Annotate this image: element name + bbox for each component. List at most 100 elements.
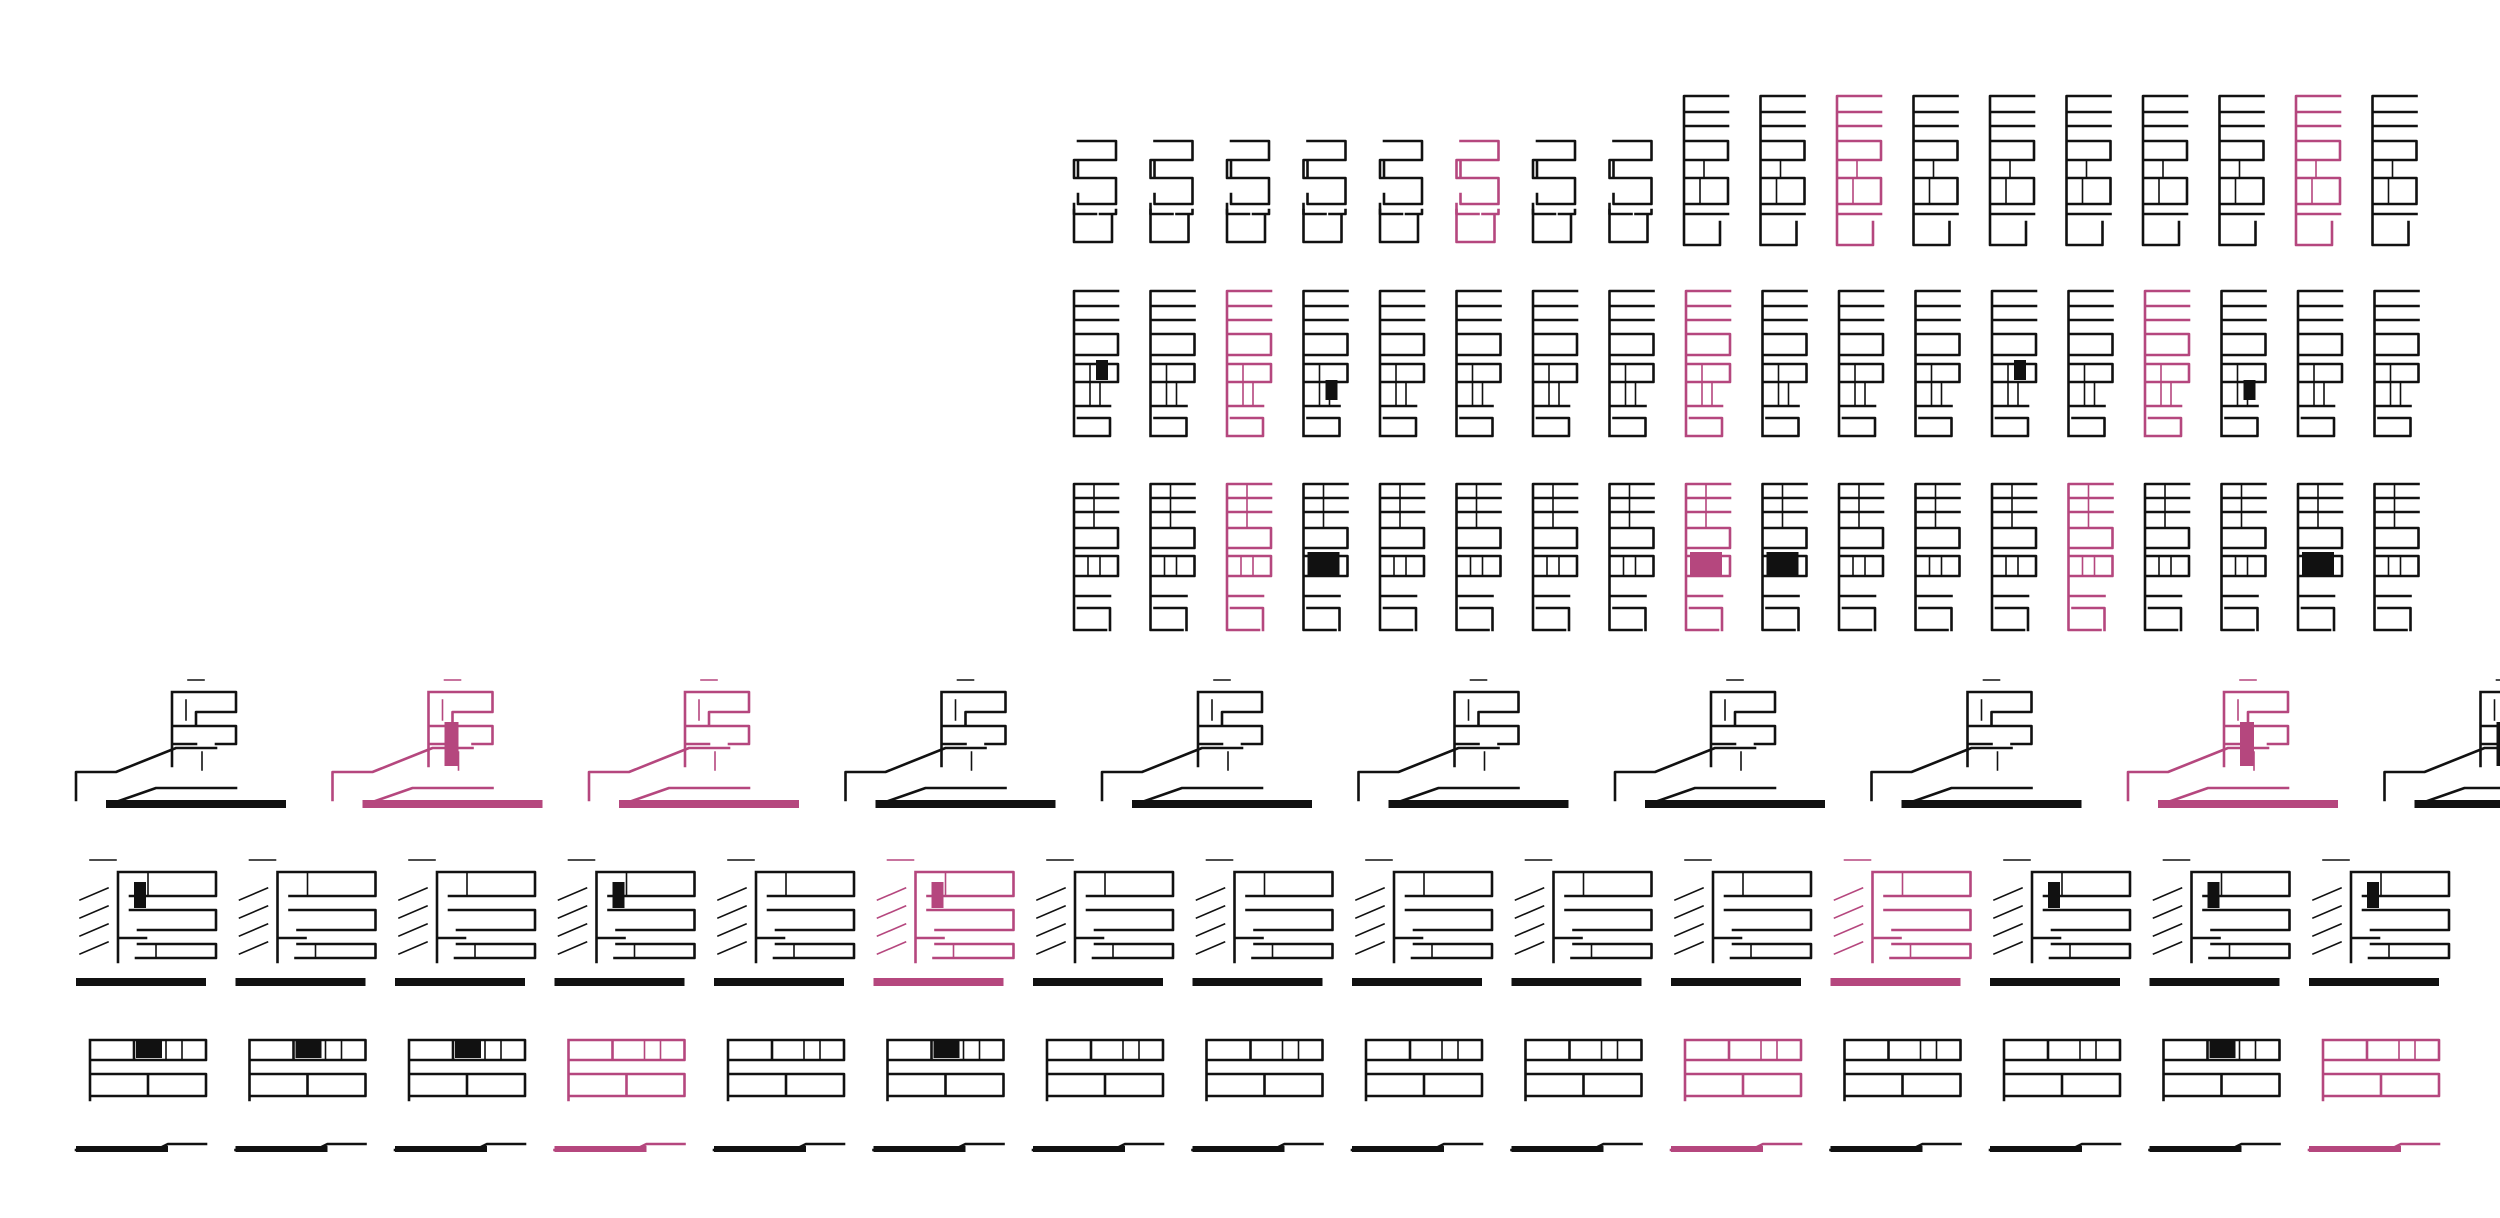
wing-plans-plan: [395, 859, 537, 986]
wing-plans-plan: [235, 859, 377, 986]
tower-tall-plans-b-plan: [1684, 482, 1732, 632]
row-tower-tall-plans-a: [1072, 289, 2420, 438]
tower-s-plans-plan: [1608, 139, 1653, 244]
row-tower-s-plans: [1072, 139, 1653, 244]
wing-plans-plan: [554, 859, 696, 986]
tower-tall-plans-a-plan: [2220, 289, 2267, 438]
tower-tall-plans-b-plan: [1761, 482, 1808, 632]
wing-plans-plan: [76, 859, 218, 986]
slab-plans-plan: [1829, 1038, 1962, 1152]
tower-tall-plans-a-plan: [2067, 289, 2114, 438]
row-tower-e-plans: [1682, 94, 2418, 247]
tower-s-plans-plan: [1149, 139, 1194, 244]
row-wing-plans: [76, 859, 2451, 986]
tower-tall-plans-b-plan: [1302, 482, 1349, 632]
tower-tall-plans-a-plan: [1072, 289, 1120, 438]
ramp-plans-plan: [844, 679, 1056, 808]
ramp-plans-plan: [587, 679, 799, 808]
tower-s-plans-plan: [1531, 139, 1577, 244]
tower-tall-plans-a-plan: [1990, 289, 2038, 438]
tower-tall-plans-a-plan: [1761, 289, 1808, 438]
tower-s-plans-plan: [1302, 139, 1347, 244]
tower-tall-plans-b-plan: [1531, 482, 1579, 632]
slab-plans-plan: [393, 1038, 527, 1152]
tower-tall-plans-b-plan: [1914, 482, 1961, 632]
tower-s-plans-plan: [1225, 139, 1271, 244]
tower-tall-plans-b-plan: [1149, 482, 1196, 632]
tower-tall-plans-a-plan: [1225, 289, 1273, 438]
slab-plans-plan: [1191, 1038, 1324, 1152]
ramp-plans-plan: [2383, 679, 2500, 808]
tower-tall-plans-a-plan: [1149, 289, 1196, 438]
tower-tall-plans-a-plan: [1914, 289, 1961, 438]
tower-tall-plans-b-plan: [2220, 482, 2267, 632]
slab-plans-plan: [1350, 1038, 1484, 1152]
tower-s-plans-plan: [1455, 139, 1500, 244]
tower-tall-plans-b-plan: [2143, 482, 2191, 632]
slab-plans-plan: [1031, 1038, 1165, 1152]
tower-e-plans-plan: [1988, 94, 2036, 247]
tower-tall-plans-b-plan: [1990, 482, 2038, 632]
ramp-plans-plan: [1613, 679, 1825, 808]
tower-tall-plans-a-plan: [1684, 289, 1732, 438]
wing-plans-plan: [1990, 859, 2132, 986]
slab-plans-plan: [1669, 1038, 1803, 1152]
tower-tall-plans-a-plan: [2296, 289, 2344, 438]
tower-tall-plans-a-plan: [1531, 289, 1579, 438]
wing-plans-plan: [1033, 859, 1175, 986]
slab-plans-plan: [74, 1038, 208, 1152]
row-ramp-plans: [74, 679, 2500, 808]
ramp-plans-plan: [1100, 679, 1312, 808]
tower-tall-plans-a-plan: [2373, 289, 2420, 438]
tower-tall-plans-b-plan: [2373, 482, 2420, 632]
tower-tall-plans-a-plan: [2143, 289, 2191, 438]
wing-plans-plan: [1511, 859, 1653, 986]
wing-plans-plan: [2309, 859, 2451, 986]
tower-e-plans-plan: [2141, 94, 2189, 247]
tower-tall-plans-b-plan: [1072, 482, 1120, 632]
tower-e-plans-plan: [2294, 94, 2342, 247]
tower-tall-plans-a-plan: [1455, 289, 1502, 438]
tower-s-plans-plan: [1378, 139, 1424, 244]
tower-tall-plans-b-plan: [1378, 482, 1426, 632]
ramp-plans-plan: [74, 679, 286, 808]
wing-plans-plan: [714, 859, 856, 986]
tower-tall-plans-a-plan: [1378, 289, 1426, 438]
slab-plans-plan: [712, 1038, 846, 1152]
slab-plans-plan: [234, 1038, 367, 1152]
tower-e-plans-plan: [2218, 94, 2265, 247]
tower-e-plans-plan: [1835, 94, 1883, 247]
row-slab-plans: [74, 1038, 2441, 1152]
tower-tall-plans-b-plan: [1837, 482, 1885, 632]
slab-plans-plan: [1988, 1038, 2122, 1152]
tower-tall-plans-a-plan: [1608, 289, 1655, 438]
slab-plans-plan: [872, 1038, 1005, 1152]
slab-plans-plan: [2307, 1038, 2441, 1152]
slab-plans-plan: [553, 1038, 686, 1152]
tower-e-plans-plan: [1682, 94, 1730, 247]
ramp-plans-plan: [1870, 679, 2082, 808]
tower-tall-plans-b-plan: [2296, 482, 2344, 632]
tower-e-plans-plan: [1912, 94, 1959, 247]
wing-plans-plan: [1352, 859, 1494, 986]
tower-tall-plans-b-plan: [1608, 482, 1655, 632]
tower-s-plans-plan: [1072, 139, 1118, 244]
ramp-plans-plan: [2126, 679, 2338, 808]
row-tower-tall-plans-b: [1072, 482, 2420, 632]
tower-tall-plans-b-plan: [1455, 482, 1502, 632]
wing-plans-plan: [2149, 859, 2291, 986]
tower-tall-plans-b-plan: [1225, 482, 1273, 632]
ramp-plans-plan: [331, 679, 543, 808]
tower-e-plans-plan: [1759, 94, 1806, 247]
wing-plans-plan: [1830, 859, 1972, 986]
tower-e-plans-plan: [2371, 94, 2418, 247]
tower-tall-plans-a-plan: [1302, 289, 1349, 438]
tower-e-plans-plan: [2065, 94, 2112, 247]
slab-plans-plan: [2148, 1038, 2281, 1152]
tower-tall-plans-b-plan: [2067, 482, 2114, 632]
wing-plans-plan: [1192, 859, 1334, 986]
wing-plans-plan: [873, 859, 1015, 986]
tower-tall-plans-a-plan: [1837, 289, 1885, 438]
ramp-plans-plan: [1357, 679, 1569, 808]
